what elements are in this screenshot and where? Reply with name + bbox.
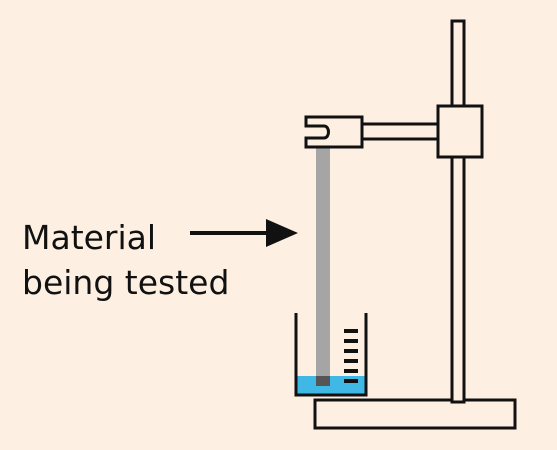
arrow-right-icon — [190, 219, 298, 247]
beaker-graduations — [344, 329, 358, 383]
beaker-icon — [294, 313, 368, 397]
material-label: Material being tested — [22, 215, 229, 305]
clamp-icon — [304, 115, 364, 149]
label-line-1: Material — [22, 218, 157, 257]
stand-rod — [450, 19, 466, 404]
label-line-2: being tested — [22, 263, 230, 302]
beaker-water — [297, 376, 365, 394]
boss-head — [436, 104, 484, 159]
stand-base — [313, 398, 517, 430]
clamp-arm — [360, 122, 442, 141]
material-strip — [316, 147, 330, 385]
material-immersed — [316, 376, 330, 386]
